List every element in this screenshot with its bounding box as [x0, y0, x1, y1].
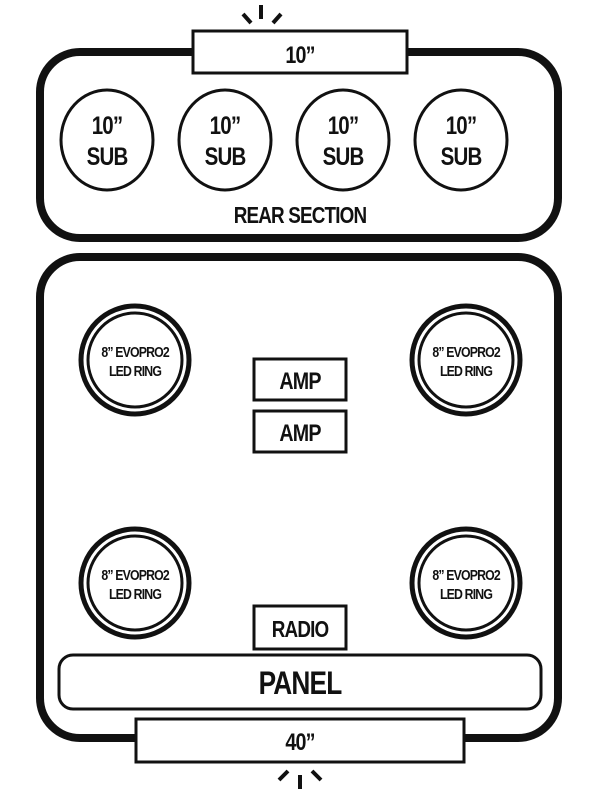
speaker-label: LED RING — [440, 363, 492, 379]
radio: RADIO — [252, 604, 348, 651]
amp-label: AMP — [279, 419, 321, 446]
sub-3: 10” SUB — [295, 88, 391, 192]
speaker-label: 8” EVOPRO2 — [101, 344, 170, 360]
speaker-label: LED RING — [109, 586, 161, 602]
sub-size: 10” — [92, 111, 123, 139]
rear-section-title: REAR SECTION — [234, 203, 367, 228]
speaker-label: 8” EVOPRO2 — [432, 567, 501, 583]
led-speaker-front-right: 8” EVOPRO2 LED RING — [409, 303, 523, 417]
bottom-light-rays-icon — [277, 769, 323, 789]
sub-4: 10” SUB — [413, 88, 509, 192]
panel: PANEL — [57, 653, 543, 711]
led-speaker-front-left: 8” EVOPRO2 LED RING — [78, 303, 192, 417]
top-light-bar — [191, 29, 409, 75]
sub-label: SUB — [441, 142, 482, 170]
sub-size: 10” — [328, 111, 359, 139]
amp-label: AMP — [279, 367, 321, 394]
sub-1: 10” SUB — [59, 88, 155, 192]
led-speaker-rear-left: 8” EVOPRO2 LED RING — [78, 526, 192, 640]
sub-label: SUB — [323, 142, 364, 170]
speaker-label: 8” EVOPRO2 — [432, 344, 501, 360]
sub-size: 10” — [210, 111, 241, 139]
speaker-label: 8” EVOPRO2 — [101, 567, 170, 583]
sub-label: SUB — [87, 142, 128, 170]
speaker-label: LED RING — [109, 363, 161, 379]
sub-label: SUB — [205, 142, 246, 170]
panel-label: PANEL — [259, 667, 342, 702]
bottom-light-bar — [134, 717, 466, 764]
sub-2: 10” SUB — [177, 88, 273, 192]
amp-1: AMP — [252, 357, 348, 402]
bottom-light-label: 40” — [285, 728, 314, 755]
top-light-rays-icon — [241, 5, 283, 25]
sub-size: 10” — [446, 111, 477, 139]
amp-2: AMP — [252, 409, 348, 454]
top-light-label: 10” — [285, 41, 314, 68]
led-speaker-rear-right: 8” EVOPRO2 LED RING — [409, 526, 523, 640]
speaker-label: LED RING — [440, 586, 492, 602]
radio-label: RADIO — [272, 617, 329, 642]
